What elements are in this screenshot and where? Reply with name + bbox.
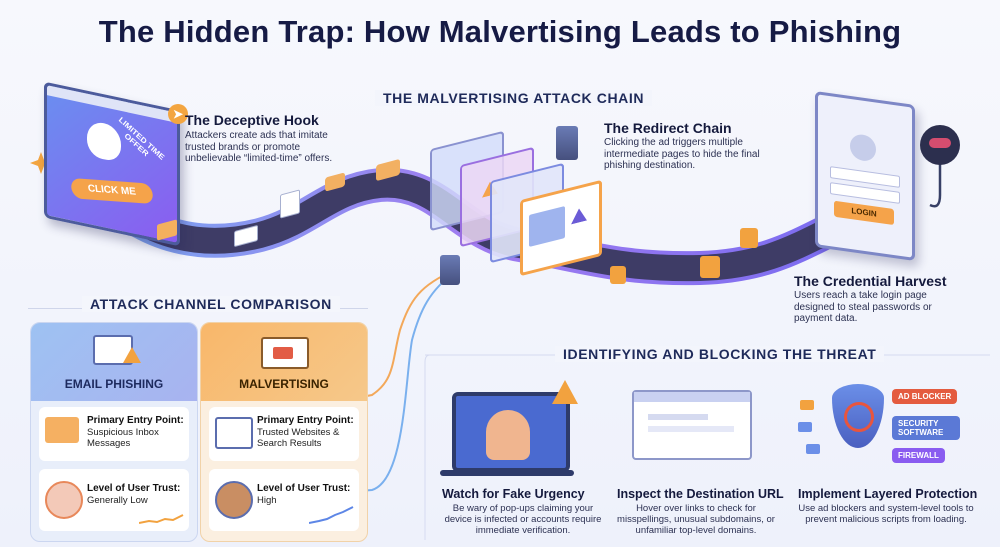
- firewall-tag: FIREWALL: [892, 448, 945, 463]
- email-entry-label: Primary Entry Point:: [87, 415, 184, 426]
- email-trust-row: Level of User Trust: Generally Low: [39, 469, 189, 531]
- server-icon: [556, 126, 578, 160]
- browser-url-bar: [634, 392, 750, 402]
- blocking-item-title: Watch for Fake Urgency: [442, 487, 585, 501]
- high-trust-graph-icon: [309, 506, 354, 524]
- malvertising-entry-value: Trusted Websites & Search Results: [257, 427, 340, 449]
- malvertising-ad-icon: [261, 337, 309, 369]
- website-check-icon: [215, 417, 253, 449]
- blocking-item-title: Implement Layered Protection: [798, 487, 978, 501]
- redirect-desc: Clicking the ad triggers multiple interm…: [604, 137, 760, 171]
- hook-cursor-icon: ➤: [168, 104, 188, 124]
- comparison-heading: ATTACK CHANNEL COMPARISON: [82, 296, 340, 312]
- worried-user-avatar: [45, 481, 83, 519]
- email-trust-value: Generally Low: [87, 495, 148, 506]
- incoming-threat-icon: [806, 444, 820, 454]
- blocking-item-desc: Use ad blockers and system-level tools t…: [798, 503, 974, 525]
- harvest-desc: Users reach a take login page designed t…: [794, 290, 932, 324]
- user-avatar-icon: [850, 132, 876, 163]
- browser-window-icon: [632, 390, 752, 460]
- hook-title: The Deceptive Hook: [185, 112, 319, 128]
- email-entry-value: Suspicious Inbox Messages: [87, 427, 159, 449]
- malvertising-card: MALVERTISING Primary Entry Point: Truste…: [200, 322, 368, 542]
- inbox-envelope-icon: [45, 417, 79, 443]
- server-icon: [440, 255, 460, 285]
- malvertising-trust-row: Level of User Trust: High: [209, 469, 359, 531]
- incoming-threat-icon: [798, 422, 812, 432]
- ad-block-icon: [273, 347, 293, 359]
- security-software-tag: SECURITY SOFTWARE: [892, 416, 960, 440]
- blocking-heading: IDENTIFYING AND BLOCKING THE THREAT: [555, 346, 885, 362]
- text-line-icon: [648, 426, 734, 432]
- stressed-user-icon: [486, 410, 530, 460]
- lock-icon: [700, 256, 720, 278]
- email-entry-row: Primary Entry Point: Suspicious Inbox Me…: [39, 407, 189, 461]
- laptop-base-icon: [440, 470, 574, 476]
- redirect-title: The Redirect Chain: [604, 120, 732, 136]
- login-button[interactable]: LOGIN: [834, 200, 894, 226]
- blocking-item-desc: Hover over links to check for misspellin…: [617, 503, 775, 536]
- block-symbol-icon: [844, 402, 874, 432]
- hacker-mask: [929, 138, 951, 148]
- low-trust-graph-icon: [139, 514, 184, 524]
- email-trust-label: Level of User Trust:: [87, 483, 181, 494]
- page-image-block: [529, 206, 565, 247]
- hook-desc: Attackers create ads that imitate truste…: [185, 130, 333, 164]
- blocking-item-title: Inspect the Destination URL: [617, 487, 784, 501]
- click-me-button[interactable]: CLICK ME: [70, 177, 154, 205]
- ad-banner[interactable]: LIMITED TIME OFFER CLICK ME: [44, 81, 180, 247]
- harvest-title: The Credential Harvest: [794, 273, 947, 289]
- attack-chain-heading: THE MALVERTISING ATTACK CHAIN: [375, 90, 653, 106]
- malvertising-label: MALVERTISING: [239, 377, 329, 391]
- url-line-icon: [648, 414, 708, 420]
- lock-icon: [740, 228, 758, 248]
- malvertising-trust-label: Level of User Trust:: [257, 483, 351, 494]
- malvertising-trust-value: High: [257, 495, 277, 506]
- incoming-threat-icon: [800, 400, 814, 410]
- lock-icon: [610, 266, 626, 284]
- malvertising-entry-row: Primary Entry Point: Trusted Websites & …: [209, 407, 359, 461]
- fake-login-page: LOGIN: [815, 90, 915, 262]
- alert-icon: [571, 207, 587, 225]
- malvertising-entry-label: Primary Entry Point:: [257, 415, 354, 426]
- laptop-screen-icon: [452, 392, 570, 472]
- email-phishing-label: EMAIL PHISHING: [64, 377, 164, 391]
- page-title: The Hidden Trap: How Malvertising Leads …: [98, 14, 902, 49]
- confident-user-avatar: [215, 481, 253, 519]
- ad-blocker-tag: AD BLOCKER: [892, 389, 958, 404]
- blocking-item-desc: Be wary of pop-ups claiming your device …: [444, 503, 602, 536]
- email-phishing-card: EMAIL PHISHING Primary Entry Point: Susp…: [30, 322, 198, 542]
